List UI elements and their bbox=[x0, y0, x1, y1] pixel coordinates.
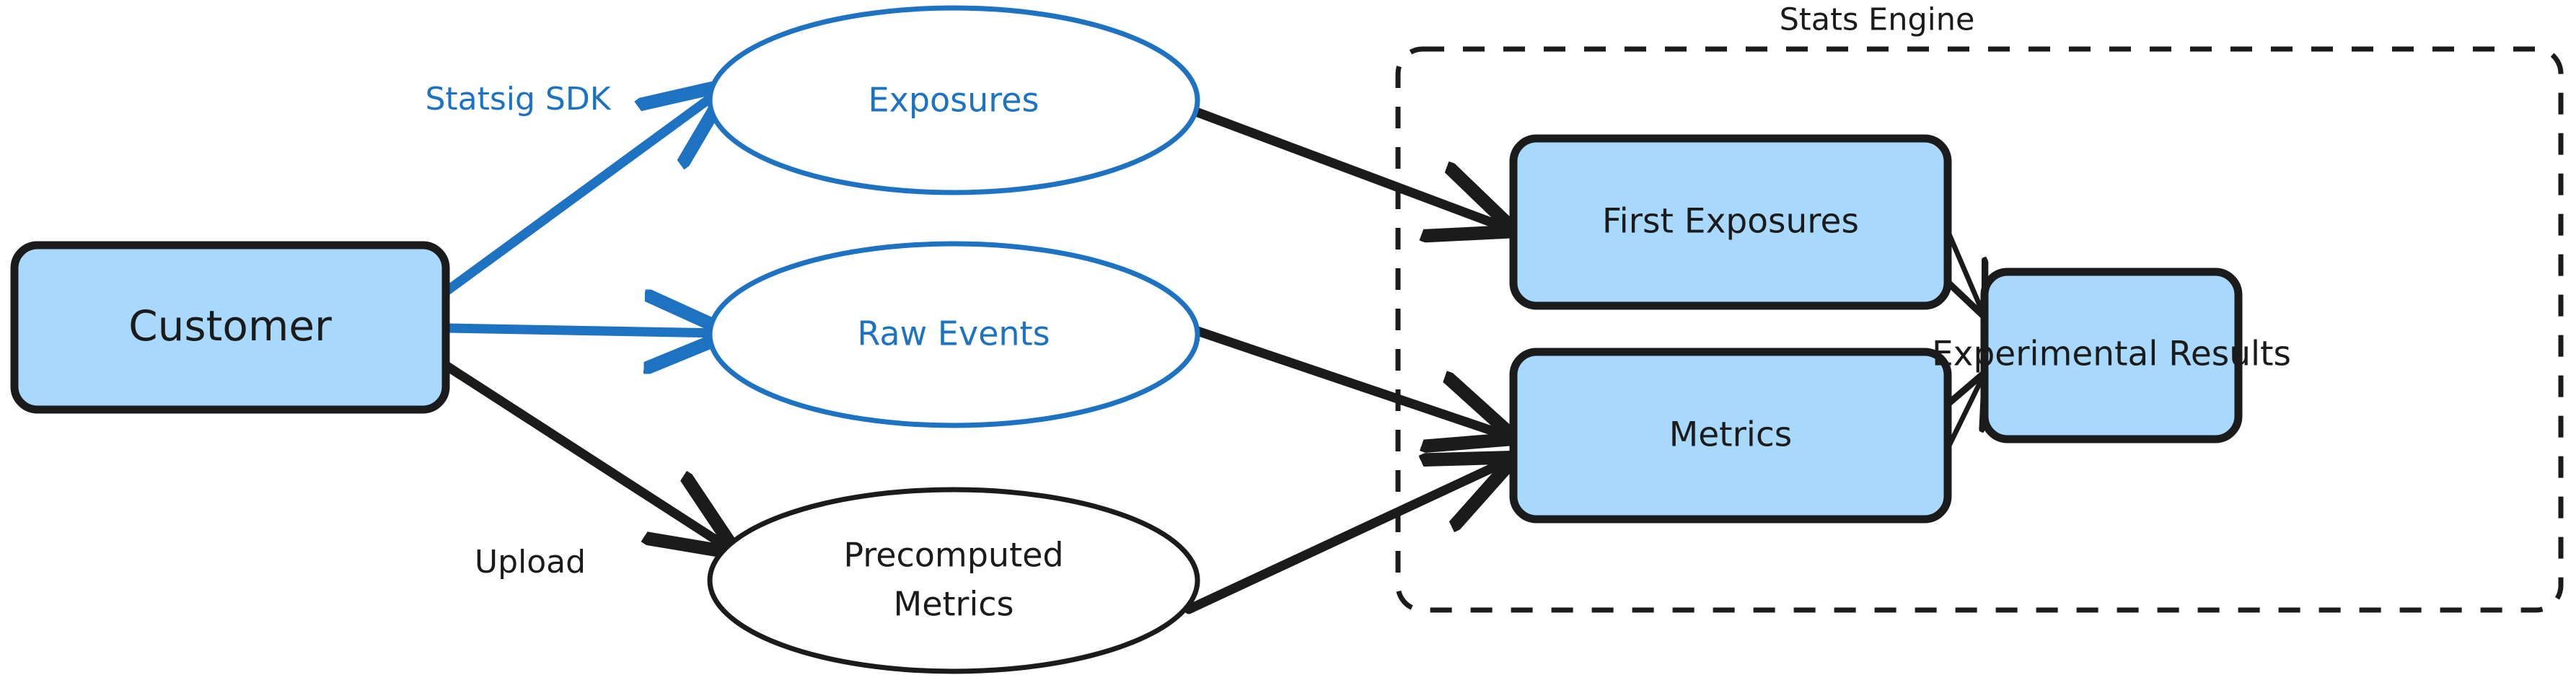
node-first-exposures[interactable]: First Exposures bbox=[1509, 134, 1952, 310]
node-shape-exposures bbox=[707, 5, 1200, 195]
edge-line-precomputed-metrics-to-metrics bbox=[1184, 462, 1506, 614]
node-label-experimental-results: Experimental Results bbox=[1932, 335, 2291, 374]
edge-customer-to-exposures[interactable]: Statsig SDK bbox=[425, 81, 721, 296]
edge-line-exposures-to-first-exposures bbox=[1185, 105, 1506, 228]
node-shape-customer bbox=[10, 241, 450, 414]
edge-line-raw-events-to-metrics bbox=[1184, 323, 1506, 436]
edge-line-first-exposures-to-experimental-results bbox=[1948, 228, 1982, 312]
edge-label-upload: Upload bbox=[475, 544, 586, 580]
node-label-raw-events: Raw Events bbox=[857, 314, 1050, 353]
node-shape-experimental-results bbox=[1980, 268, 2243, 443]
cluster-label-stats-engine: Stats Engine bbox=[1780, 2, 1975, 38]
node-label-precomputed-metrics-line2: Metrics bbox=[894, 585, 1014, 624]
edge-line-metrics-to-experimental-results bbox=[1948, 378, 1982, 451]
cluster-border-stats-engine bbox=[1395, 46, 2564, 613]
node-exposures[interactable]: Exposures bbox=[707, 5, 1200, 195]
node-label-metrics: Metrics bbox=[1669, 415, 1793, 455]
nodes-layer: Customer Exposures Raw Events Precompute… bbox=[10, 5, 2291, 674]
node-label-exposures: Exposures bbox=[869, 81, 1039, 120]
node-metrics[interactable]: Metrics bbox=[1509, 348, 1952, 524]
edge-raw-events-to-metrics[interactable] bbox=[1184, 323, 1506, 436]
node-customer[interactable]: Customer bbox=[10, 241, 450, 414]
node-shape-metrics bbox=[1509, 348, 1952, 524]
edge-metrics-to-experimental-results[interactable] bbox=[1948, 378, 1982, 451]
edge-line-customer-to-raw-events bbox=[442, 328, 721, 333]
node-shape-precomputed-metrics bbox=[707, 487, 1200, 674]
node-raw-events[interactable]: Raw Events bbox=[707, 241, 1200, 428]
edges-layer: Statsig SDK Upload bbox=[425, 81, 1982, 614]
edge-line-customer-to-exposures bbox=[442, 90, 721, 296]
node-label-precomputed-metrics-line1: Precomputed bbox=[843, 536, 1063, 575]
node-label-first-exposures: First Exposures bbox=[1602, 202, 1859, 242]
cluster-stats-engine: Stats Engine bbox=[1395, 2, 2564, 613]
node-shape-first-exposures bbox=[1509, 134, 1952, 310]
node-precomputed-metrics[interactable]: Precomputed Metrics bbox=[707, 487, 1200, 674]
edge-label-statsig-sdk: Statsig SDK bbox=[425, 81, 611, 118]
edge-precomputed-metrics-to-metrics[interactable] bbox=[1184, 462, 1506, 614]
edge-customer-to-raw-events[interactable] bbox=[442, 328, 721, 333]
edge-exposures-to-first-exposures[interactable] bbox=[1185, 105, 1506, 228]
edge-first-exposures-to-experimental-results[interactable] bbox=[1948, 228, 1982, 312]
node-label-customer: Customer bbox=[128, 301, 332, 350]
node-shape-raw-events bbox=[707, 241, 1200, 428]
node-experimental-results[interactable]: Experimental Results bbox=[1932, 268, 2291, 443]
edge-customer-to-precomputed-metrics[interactable]: Upload bbox=[442, 361, 729, 580]
edge-line-customer-to-precomputed-metrics bbox=[442, 361, 729, 548]
